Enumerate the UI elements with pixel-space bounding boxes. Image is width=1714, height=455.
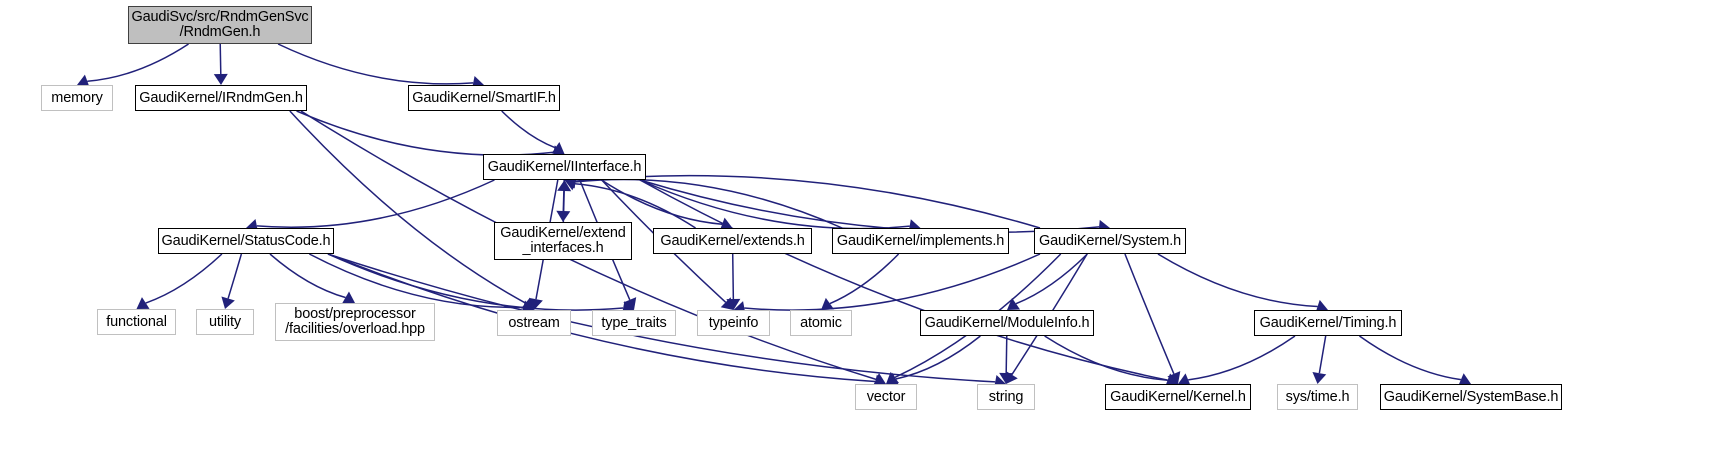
graph-edge-timing-to-systembase: [1359, 335, 1462, 381]
graph-edge-rndmgen-to-memory: [87, 43, 189, 82]
graph-edge-arrowhead: [551, 142, 565, 154]
graph-edge-arrowhead: [213, 73, 228, 85]
graph-edge-timing-to-systime: [1318, 335, 1327, 374]
graph-edge-statuscode-to-type_traits: [327, 253, 624, 311]
graph-node-vector[interactable]: vector: [855, 384, 917, 410]
graph-node-boostpp[interactable]: boost/preprocessor /facilities/overload.…: [275, 303, 435, 341]
graph-edge-arrowhead: [1315, 299, 1328, 314]
graph-node-statuscode[interactable]: GaudiKernel/StatusCode.h: [158, 228, 334, 254]
graph-node-implements[interactable]: GaudiKernel/implements.h: [832, 228, 1009, 254]
graph-edge-smartif-to-iinterface: [501, 110, 556, 149]
graph-node-rndmgen[interactable]: GaudiSvc/src/RndmGenSvc /RndmGen.h: [128, 6, 312, 44]
graph-edge-arrowhead: [136, 297, 150, 309]
graph-node-systembase[interactable]: GaudiKernel/SystemBase.h: [1380, 384, 1562, 410]
graph-edge-arrowhead: [886, 372, 899, 386]
graph-node-irndmgen[interactable]: GaudiKernel/IRndmGen.h: [135, 85, 307, 111]
graph-edge-iinterface-to-kernel: [639, 179, 1168, 381]
graph-edge-timing-to-kernel: [1188, 335, 1296, 381]
graph-edge-extendif-to-iinterface: [562, 190, 565, 223]
graph-edge-irndmgen-to-ostream: [289, 110, 526, 304]
graph-edge-arrowhead: [221, 296, 235, 309]
graph-node-functional[interactable]: functional: [97, 309, 176, 335]
graph-edge-rndmgen-to-smartif: [277, 43, 474, 85]
graph-edge-arrowhead: [1167, 371, 1181, 384]
graph-node-extends[interactable]: GaudiKernel/extends.h: [653, 228, 812, 254]
graph-node-atomic[interactable]: atomic: [790, 310, 852, 336]
graph-edge-irndmgen-to-vector: [300, 110, 877, 381]
graph-edge-iinterface-to-statuscode: [256, 179, 495, 228]
graph-edge-implements-to-atomic: [829, 253, 900, 305]
graph-edge-arrowhead: [821, 297, 835, 310]
graph-edge-arrowhead: [623, 297, 637, 310]
graph-node-systime[interactable]: sys/time.h: [1277, 384, 1358, 410]
graph-edge-system-to-typeinfo: [744, 253, 1041, 311]
graph-edge-iinterface-to-extends: [601, 179, 723, 225]
graph-edge-arrowhead: [1178, 373, 1191, 387]
graph-node-string[interactable]: string: [977, 384, 1035, 410]
graph-node-iinterface[interactable]: GaudiKernel/IInterface.h: [483, 154, 646, 180]
graph-edge-extends-to-typeinfo: [731, 253, 735, 300]
graph-node-typeinfo[interactable]: typeinfo: [697, 310, 770, 336]
graph-edge-moduleinfo-to-vector: [895, 335, 981, 380]
graph-edge-arrowhead: [1458, 373, 1471, 387]
graph-edge-extends-to-iinterface: [574, 183, 696, 229]
graph-edge-arrowhead: [341, 291, 355, 304]
graph-edge-statuscode-to-utility: [227, 253, 243, 299]
graph-node-kernel[interactable]: GaudiKernel/Kernel.h: [1105, 384, 1251, 410]
graph-edge-rndmgen-to-irndmgen: [219, 43, 222, 75]
graph-edge-statuscode-to-boostpp: [269, 253, 346, 299]
graph-edge-system-to-moduleinfo: [1015, 253, 1088, 305]
graph-edge-implements-to-iinterface: [575, 178, 843, 229]
graph-edge-statuscode-to-functional: [145, 253, 223, 304]
graph-edge-arrowhead: [726, 298, 741, 310]
graph-node-memory[interactable]: memory: [41, 85, 113, 111]
graph-node-moduleinfo[interactable]: GaudiKernel/ModuleInfo.h: [920, 310, 1094, 336]
graph-edge-system-to-kernel: [1124, 253, 1175, 375]
graph-node-extendif[interactable]: GaudiKernel/extend _interfaces.h: [494, 222, 632, 260]
graph-edge-iinterface-to-implements: [639, 179, 910, 230]
graph-edge-arrowhead: [1007, 297, 1021, 310]
graph-node-type_traits[interactable]: type_traits: [592, 310, 676, 336]
graph-edge-statuscode-to-ostream: [309, 253, 524, 309]
graph-edge-system-to-timing: [1157, 253, 1318, 308]
graph-edge-statuscode-to-vector: [327, 253, 876, 383]
graph-node-smartif[interactable]: GaudiKernel/SmartIF.h: [408, 85, 560, 111]
graph-node-ostream[interactable]: ostream: [497, 310, 571, 336]
graph-edge-arrowhead: [1165, 373, 1178, 387]
graph-edge-arrowhead: [557, 180, 572, 192]
graph-edge-arrowhead: [529, 297, 543, 310]
graph-edge-irndmgen-to-iinterface: [296, 110, 554, 156]
graph-node-timing[interactable]: GaudiKernel/Timing.h: [1254, 310, 1402, 336]
graph-edge-arrowhead: [1312, 371, 1327, 384]
graph-node-system[interactable]: GaudiKernel/System.h: [1034, 228, 1186, 254]
graph-edge-moduleinfo-to-kernel: [1044, 335, 1168, 382]
graph-node-utility[interactable]: utility: [196, 309, 254, 335]
graph-edge-moduleinfo-to-string: [1005, 335, 1008, 374]
graph-edge-arrowhead: [999, 372, 1014, 384]
graph-edge-arrowhead: [77, 74, 90, 88]
